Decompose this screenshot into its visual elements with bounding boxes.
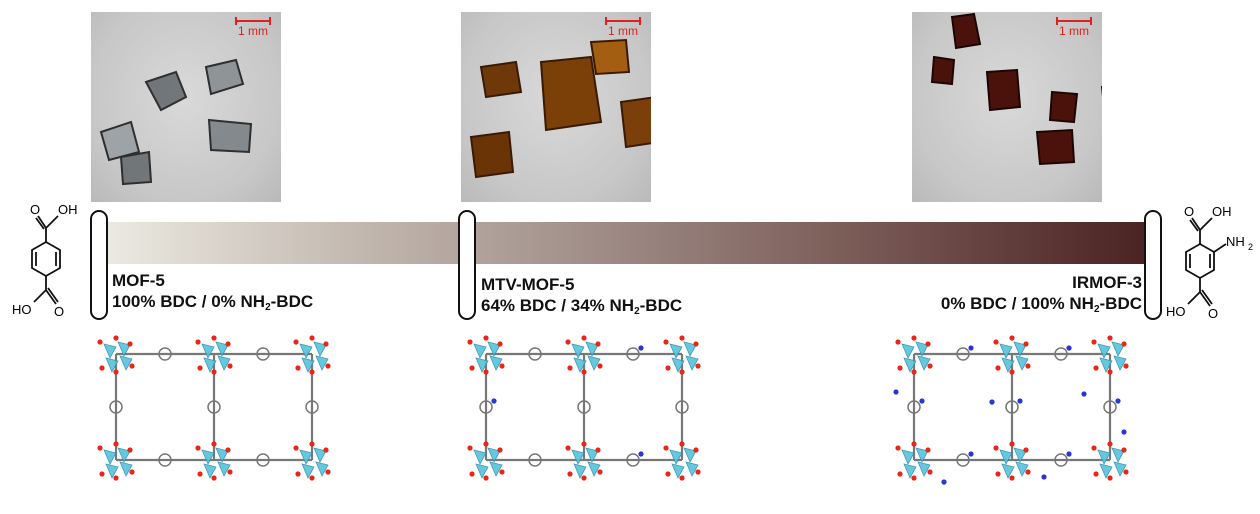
material-name: IRMOF-3 <box>1072 273 1142 292</box>
zn-cluster <box>97 335 135 375</box>
svg-text:O: O <box>1184 204 1194 219</box>
crystal-image-irmof3 <box>930 12 1102 166</box>
structure-irmof3 <box>884 332 1142 508</box>
framework-mtv <box>467 335 701 481</box>
zn-cluster <box>663 335 701 375</box>
crystal-image-mtv <box>469 38 651 179</box>
zn-cluster <box>293 441 331 481</box>
framework-mof5 <box>97 335 331 481</box>
svg-text:HO: HO <box>1166 304 1186 319</box>
zn-cluster <box>467 441 505 481</box>
label-mof5: MOF-5 100% BDC / 0% NH2-BDC <box>112 270 313 318</box>
scale-bar: 1 mm <box>235 17 271 38</box>
marker-mof5 <box>90 210 108 320</box>
scale-bar: 1 mm <box>605 17 641 38</box>
material-name: MTV-MOF-5 <box>481 275 575 294</box>
nh2-bdc-molecule: O OH NH 2 HO O <box>1164 198 1260 328</box>
zn-cluster <box>293 335 331 375</box>
crystal-photo-mtv: 1 mm <box>461 12 651 202</box>
svg-text:O: O <box>1208 306 1218 321</box>
zn-cluster <box>1091 441 1129 481</box>
framework-irmof3 <box>893 335 1129 485</box>
crystal-image-mof5 <box>99 58 253 186</box>
zn-cluster <box>663 441 701 481</box>
composition-text: 100% BDC / 0% NH2-BDC <box>112 292 314 313</box>
marker-irmof3 <box>1144 210 1162 320</box>
zn-cluster <box>195 441 233 481</box>
zn-cluster <box>993 335 1031 375</box>
svg-text:OH: OH <box>58 202 78 217</box>
crystal-photo-irmof3: 1 mm <box>912 12 1102 202</box>
svg-text:O: O <box>54 304 64 319</box>
scale-bar: 1 mm <box>1056 17 1092 38</box>
svg-text:OH: OH <box>1212 204 1232 219</box>
composition-text: 64% BDC / 34% NH2-BDC <box>481 296 683 317</box>
zn-cluster <box>97 441 135 481</box>
label-irmof3: IRMOF-3 0% BDC / 100% NH2-BDC <box>941 272 1142 320</box>
composition-text: 0% BDC / 100% NH2-BDC <box>940 294 1142 315</box>
composition-gradient-bar <box>100 222 1150 264</box>
zn-cluster <box>1091 335 1129 375</box>
structure-mof5 <box>86 332 344 508</box>
crystal-photo-mof5: 1 mm <box>91 12 281 202</box>
svg-text:NH: NH <box>1226 234 1245 249</box>
svg-text:O: O <box>30 202 40 217</box>
zn-cluster <box>565 441 603 481</box>
marker-mtv <box>458 210 476 320</box>
zn-cluster <box>467 335 505 375</box>
linker-group <box>109 347 319 467</box>
zn-cluster <box>993 441 1031 481</box>
zn-cluster <box>895 441 933 481</box>
zn-cluster <box>565 335 603 375</box>
bdc-molecule: O OH HO O <box>6 196 90 326</box>
zn-cluster <box>895 335 933 375</box>
svg-text:2: 2 <box>1248 242 1253 252</box>
bdc-structure: O OH HO O <box>12 202 78 319</box>
zn-cluster <box>195 335 233 375</box>
nh2-bdc-structure: O OH NH 2 HO O <box>1166 204 1253 321</box>
structure-mtv <box>456 332 714 508</box>
svg-text:HO: HO <box>12 302 32 317</box>
material-name: MOF-5 <box>112 271 165 290</box>
label-mtv: MTV-MOF-5 64% BDC / 34% NH2-BDC <box>481 274 682 322</box>
